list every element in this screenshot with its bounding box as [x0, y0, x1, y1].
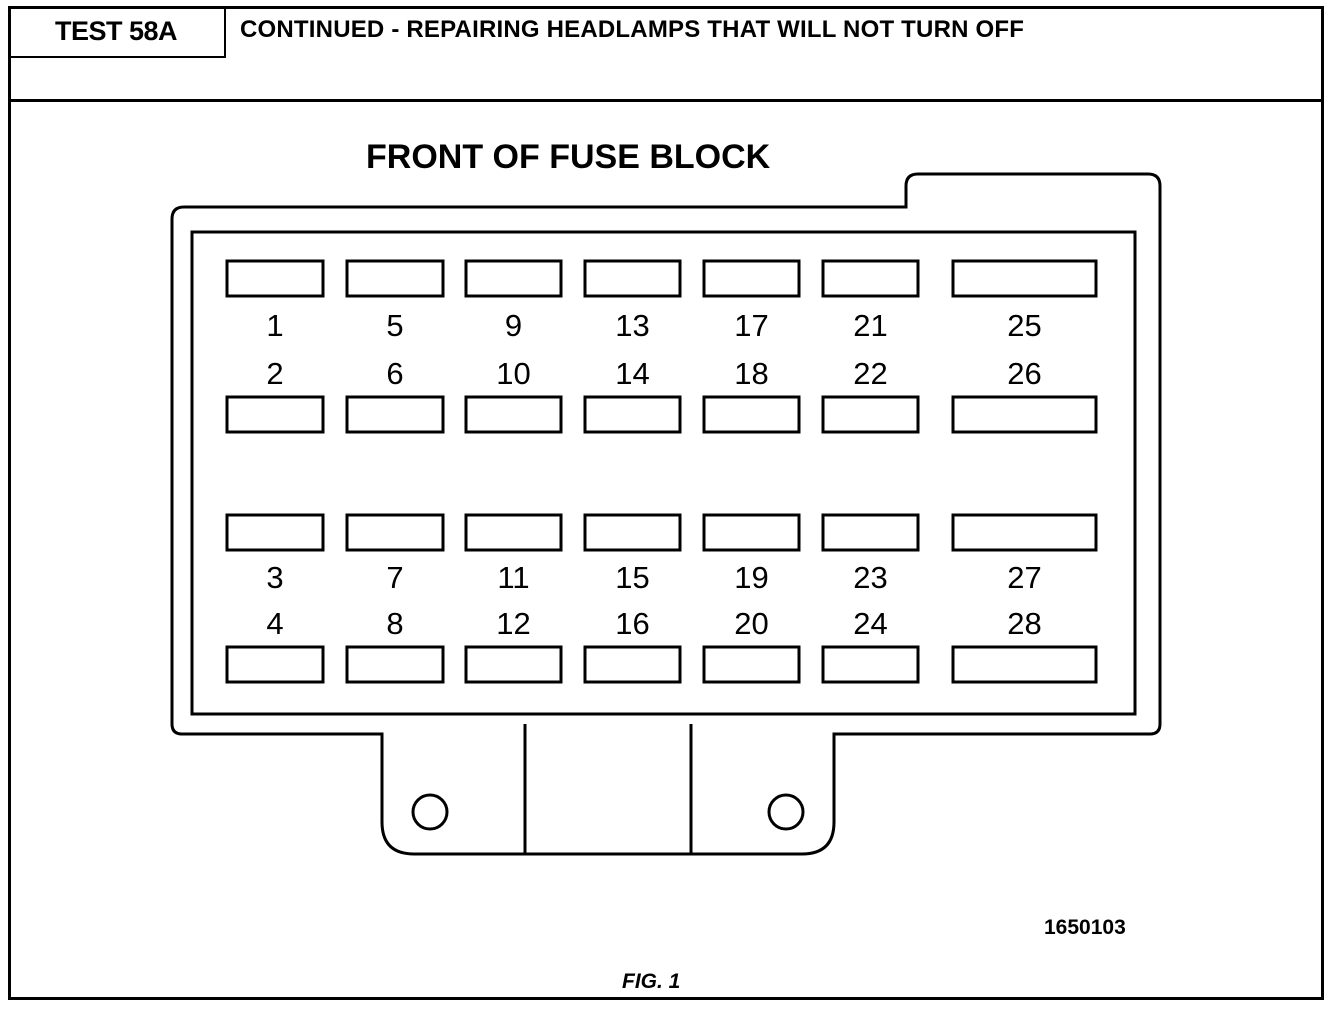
test-id: TEST 58A [54, 15, 178, 46]
fuse-slot-7 [345, 513, 445, 552]
fuse-slot-12 [464, 645, 563, 684]
test-id-box: TEST 58A [8, 6, 226, 58]
fuse-number-16: 16 [615, 606, 649, 641]
mounting-hole-right [767, 793, 805, 831]
header-title: CONTINUED - REPAIRING HEADLAMPS THAT WIL… [240, 16, 1025, 43]
fuse-number-26: 26 [1007, 356, 1041, 391]
figure-caption: FIG. 1 [622, 970, 681, 993]
fuse-slot-19 [702, 513, 801, 552]
fuse-number-15: 15 [615, 560, 649, 595]
diagram-title: FRONT OF FUSE BLOCK [366, 138, 771, 176]
fuse-number-4: 4 [266, 606, 283, 641]
fuse-slot-5 [345, 259, 445, 298]
fuse-slot-8 [345, 645, 445, 684]
fuse-slot-11 [464, 513, 563, 552]
fuse-block-housing [170, 172, 1162, 856]
fuse-slot-25 [951, 259, 1098, 298]
fuse-slot-3 [225, 513, 325, 552]
fuse-number-18: 18 [734, 356, 768, 391]
fuse-slot-16 [583, 645, 682, 684]
fuse-number-25: 25 [1007, 308, 1041, 343]
fuse-slot-14 [583, 395, 682, 434]
fuse-slot-15 [583, 513, 682, 552]
fuse-slot-20 [702, 645, 801, 684]
fuse-number-9: 9 [505, 308, 522, 343]
fuse-number-12: 12 [496, 606, 530, 641]
fuse-number-23: 23 [853, 560, 887, 595]
fuse-number-5: 5 [386, 308, 403, 343]
fuse-number-19: 19 [734, 560, 768, 595]
fuse-slot-4 [225, 645, 325, 684]
fuse-number-1: 1 [266, 308, 283, 343]
fuse-slot-2 [225, 395, 325, 434]
fuse-number-28: 28 [1007, 606, 1041, 641]
fuse-number-2: 2 [266, 356, 283, 391]
fuse-slot-9 [464, 259, 563, 298]
fuse-slot-26 [951, 395, 1098, 434]
fuse-number-24: 24 [853, 606, 887, 641]
mounting-hole-left [411, 793, 449, 831]
fuse-slot-27 [951, 513, 1098, 552]
fuse-slot-1 [225, 259, 325, 298]
fuse-slot-24 [821, 645, 920, 684]
page-frame [8, 6, 1324, 1000]
header-band [8, 6, 1324, 102]
fuse-number-8: 8 [386, 606, 403, 641]
fuse-number-20: 20 [734, 606, 768, 641]
fuse-slot-10 [464, 395, 563, 434]
fuse-number-10: 10 [496, 356, 530, 391]
fuse-slot-28 [951, 645, 1098, 684]
fuse-number-27: 27 [1007, 560, 1041, 595]
fuse-slot-13 [583, 259, 682, 298]
fuse-number-6: 6 [386, 356, 403, 391]
fuse-number-3: 3 [266, 560, 283, 595]
fuse-panel [190, 230, 1137, 716]
fuse-slot-23 [821, 513, 920, 552]
fuse-slot-21 [821, 259, 920, 298]
diagram-id: 1650103 [1044, 916, 1126, 939]
fuse-number-14: 14 [615, 356, 649, 391]
fuse-number-17: 17 [734, 308, 768, 343]
fuse-number-22: 22 [853, 356, 887, 391]
fuse-slot-18 [702, 395, 801, 434]
fuse-slot-22 [821, 395, 920, 434]
fuse-number-7: 7 [386, 560, 403, 595]
fuse-slot-6 [345, 395, 445, 434]
fuse-number-21: 21 [853, 308, 887, 343]
fuse-number-11: 11 [497, 560, 529, 595]
fuse-number-13: 13 [615, 308, 649, 343]
fuse-slot-17 [702, 259, 801, 298]
